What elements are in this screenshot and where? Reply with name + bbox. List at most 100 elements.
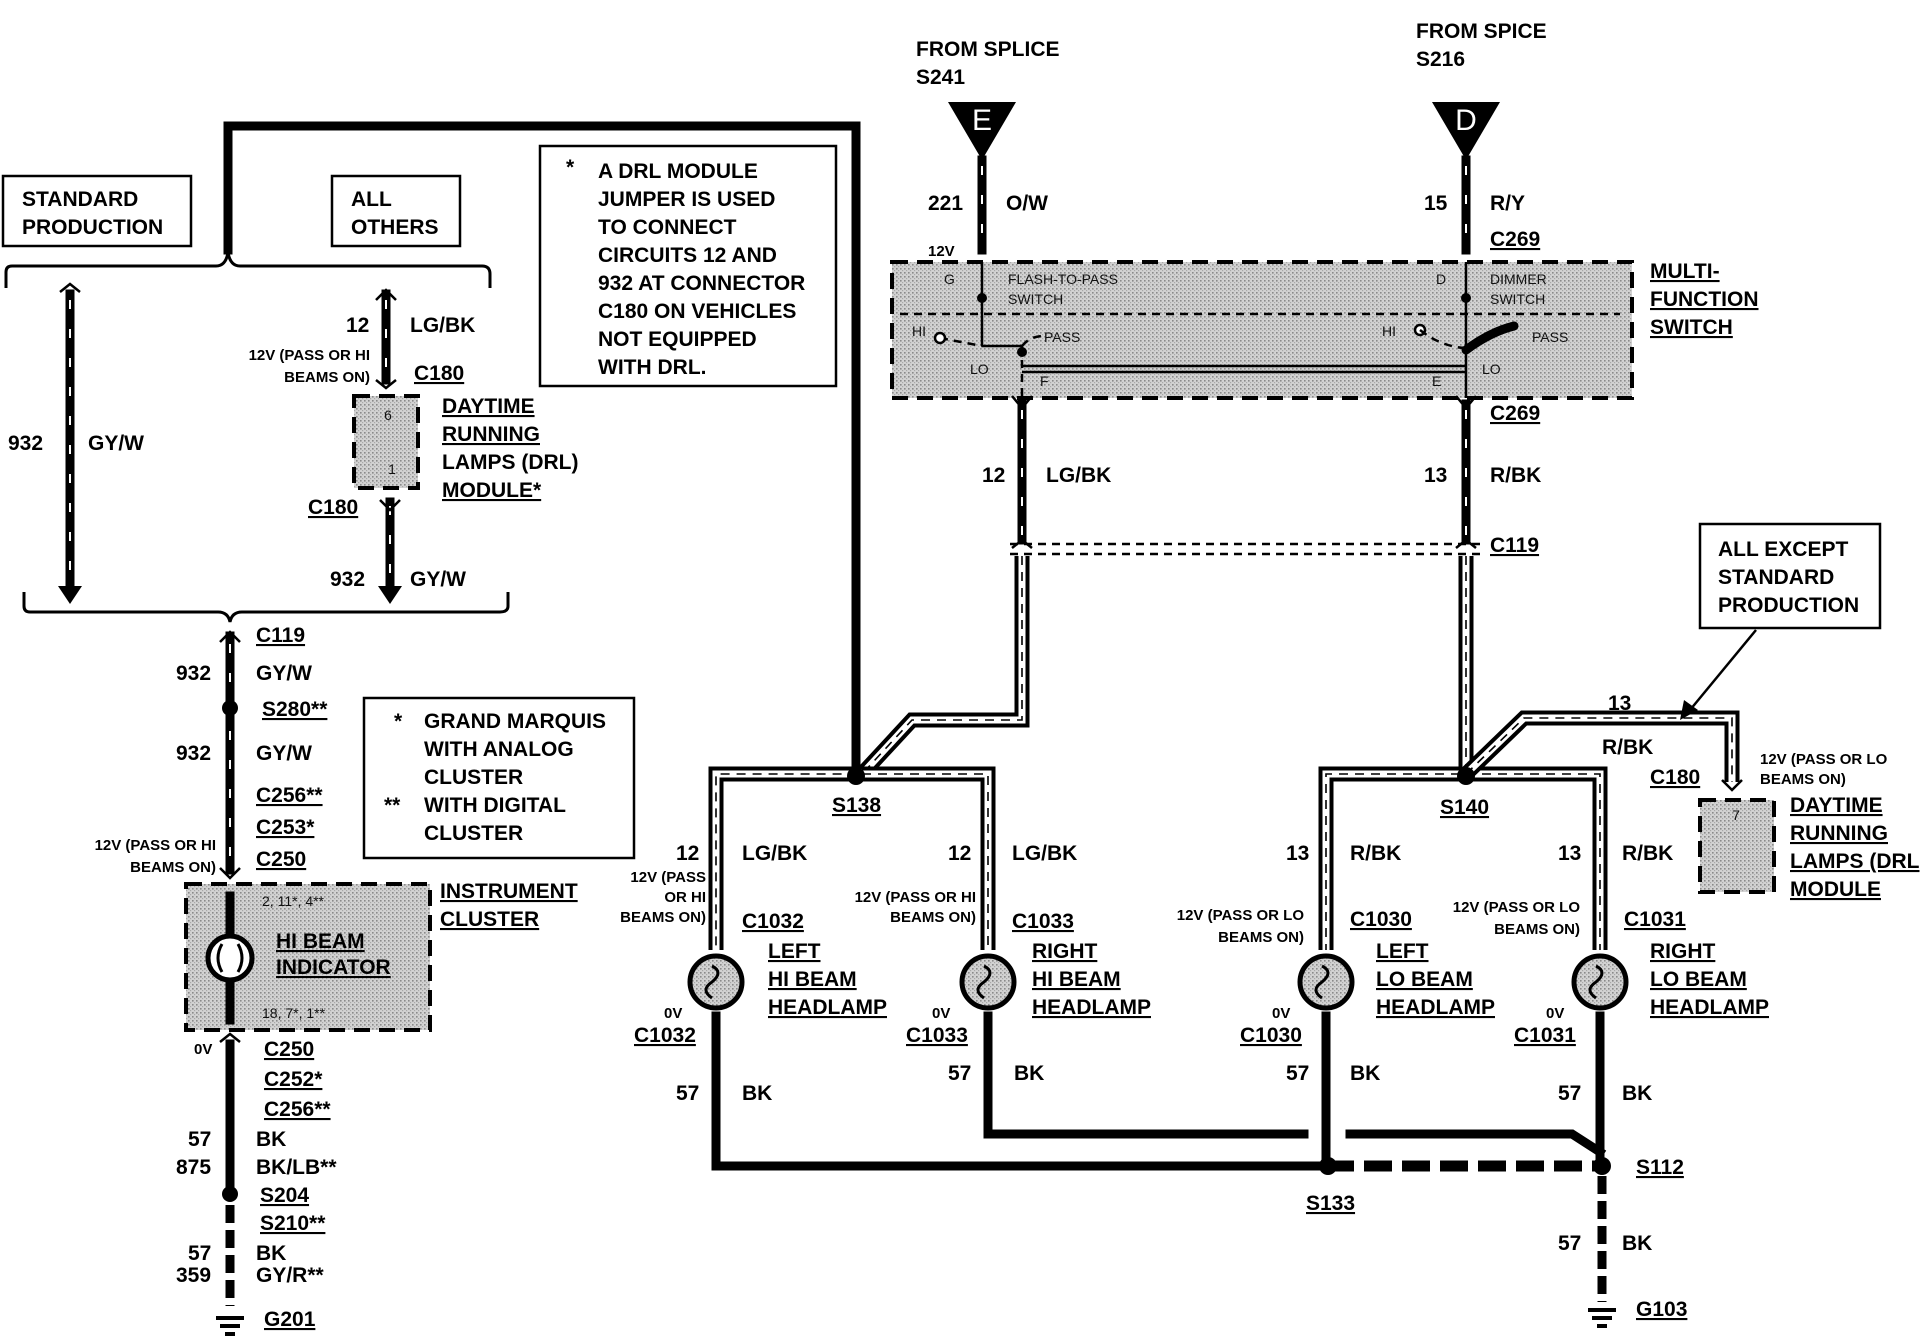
all-others-text: ALL [351,188,392,211]
connector-c180-top: C180 [414,362,464,385]
svg-text:LO: LO [970,361,989,377]
ground-g201: G201 [264,1308,316,1331]
svg-text:15: 15 [1424,192,1448,215]
svg-text:13: 13 [1424,464,1447,487]
svg-text:12V (PASS OR LO: 12V (PASS OR LO [1760,751,1888,768]
svg-text:57: 57 [676,1082,699,1105]
svg-text:875: 875 [176,1156,211,1179]
svg-text:BEAMS ON): BEAMS ON) [890,909,976,926]
svg-text:12V (PASS OR HI: 12V (PASS OR HI [249,347,370,364]
svg-text:PRODUCTION: PRODUCTION [22,216,163,239]
drl-module-right-name: DAYTIME [1790,794,1883,817]
svg-text:MODULE: MODULE [1790,878,1881,901]
svg-text:932 AT CONNECTOR: 932 AT CONNECTOR [598,272,805,295]
svg-text:BK: BK [1014,1062,1044,1085]
connector-c1033-top: C1033 [1012,910,1074,933]
svg-text:GY/W: GY/W [88,432,144,455]
svg-text:WITH ANALOG: WITH ANALOG [424,738,574,761]
source-e: FROM SPLICE S241 E [916,38,1060,160]
svg-text:932: 932 [330,568,365,591]
multifunction-switch: 12V G FLASH-TO-PASS SWITCH D DIMMER SWIT… [890,243,1759,400]
instrument-cluster: 2, 11*, 4** HI BEAM INDICATOR 18, 7*, 1*… [184,880,578,1032]
connector-c119-right: C119 [1490,534,1539,557]
svg-text:FROM SPLICE: FROM SPLICE [916,38,1060,61]
svg-text:RUNNING: RUNNING [1790,822,1888,845]
svg-text:SWITCH: SWITCH [1650,316,1733,339]
svg-text:BEAMS ON): BEAMS ON) [130,859,216,876]
multifunction-switch-name: MULTI- [1650,260,1720,283]
ground-g103-icon [1588,1308,1616,1328]
svg-text:57: 57 [1558,1232,1581,1255]
svg-text:13: 13 [1286,842,1309,865]
all-others-box: ALL OTHERS [330,174,462,248]
standard-production-box: STANDARD PRODUCTION [1,174,193,248]
svg-text:57: 57 [948,1062,971,1085]
svg-text:R/Y: R/Y [1490,192,1525,215]
svg-text:BK: BK [256,1242,286,1265]
drl-module-right: 7 DAYTIME RUNNING LAMPS (DRL MODULE [1698,794,1920,901]
svg-text:RUNNING: RUNNING [442,423,540,446]
splice-s204: S204 [260,1184,309,1207]
svg-text:7: 7 [1732,807,1740,823]
splice-s138: S138 [832,794,881,817]
splice-s210: S210** [260,1212,326,1235]
svg-text:1: 1 [388,461,396,477]
connector-c1033-bottom: C1033 [906,1024,968,1047]
svg-text:6: 6 [384,407,392,423]
svg-text:FLASH-TO-PASS: FLASH-TO-PASS [1008,271,1118,287]
wire-932-drl: C180 932 GY/W [308,496,466,604]
svg-text:BK: BK [1622,1082,1652,1105]
ground-g103: G103 [1636,1298,1687,1321]
connector-c269-top: C269 [1490,228,1540,251]
drl-module: 6 1 DAYTIME RUNNING LAMPS (DRL) MODULE* [352,394,578,502]
cluster-note-box: * GRAND MARQUIS WITH ANALOG CLUSTER ** W… [362,696,636,860]
connector-c1032-bottom: C1032 [634,1024,696,1047]
svg-text:0V: 0V [1546,1005,1564,1022]
svg-text:HI: HI [912,323,926,339]
svg-text:OTHERS: OTHERS [351,216,439,239]
connector-c250-bottom: C250 [264,1038,314,1061]
twisted-pair-13 [1318,556,1740,950]
svg-text:INDICATOR: INDICATOR [276,956,391,979]
svg-text:A DRL MODULE: A DRL MODULE [598,160,758,183]
svg-text:221: 221 [928,192,963,215]
left-lo-beam-headlamp: 13 R/BK 12V (PASS OR LO BEAMS ON) C1030 … [1177,842,1495,1085]
wire-221: 221 O/W [928,155,1048,255]
svg-text:GY/W: GY/W [256,662,312,685]
svg-text:FROM SPICE: FROM SPICE [1416,20,1547,43]
wire-57-cluster-ground: 0V C250 C252* C256** 57 BK 875 BK/LB** S… [176,1032,337,1336]
svg-text:TO CONNECT: TO CONNECT [598,216,737,239]
svg-text:57: 57 [188,1128,211,1151]
svg-text:WITH DRL.: WITH DRL. [598,356,706,379]
svg-text:13: 13 [1558,842,1581,865]
svg-text:BK: BK [742,1082,772,1105]
connector-c252: C252* [264,1068,323,1091]
svg-text:12: 12 [982,464,1005,487]
connector-c1031-bottom: C1031 [1514,1024,1576,1047]
svg-text:0V: 0V [932,1005,950,1022]
ground-g201-icon [216,1316,244,1336]
svg-text:LO: LO [1482,361,1501,377]
svg-text:S241: S241 [916,66,965,89]
svg-text:57: 57 [1558,1082,1581,1105]
svg-text:932: 932 [176,662,211,685]
svg-text:0V: 0V [664,1005,682,1022]
svg-text:57: 57 [188,1242,211,1265]
svg-text:PASS: PASS [1532,329,1568,345]
svg-text:LG/BK: LG/BK [742,842,807,865]
splice-s112: S112 [1636,1156,1684,1179]
svg-text:O/W: O/W [1006,192,1048,215]
svg-text:BEAMS ON): BEAMS ON) [1494,921,1580,938]
svg-text:LAMPS (DRL): LAMPS (DRL) [442,451,578,474]
svg-text:RIGHT: RIGHT [1650,940,1716,963]
svg-text:ALL EXCEPT: ALL EXCEPT [1718,538,1848,561]
svg-text:CLUSTER: CLUSTER [424,766,523,789]
wire-932-left: 932 GY/W [8,282,144,604]
connector-c269-bottom: C269 [1490,402,1540,425]
wire-13-mfs: C269 13 R/BK [1424,395,1541,545]
connector-c180-bottom: C180 [308,496,358,519]
wire-932-trunk: C119 932 GY/W S280** 932 GY/W C256** C25… [95,624,328,880]
svg-text:2, 11*, 4**: 2, 11*, 4** [262,893,325,909]
svg-text:GY/W: GY/W [410,568,466,591]
svg-text:WITH DIGITAL: WITH DIGITAL [424,794,566,817]
